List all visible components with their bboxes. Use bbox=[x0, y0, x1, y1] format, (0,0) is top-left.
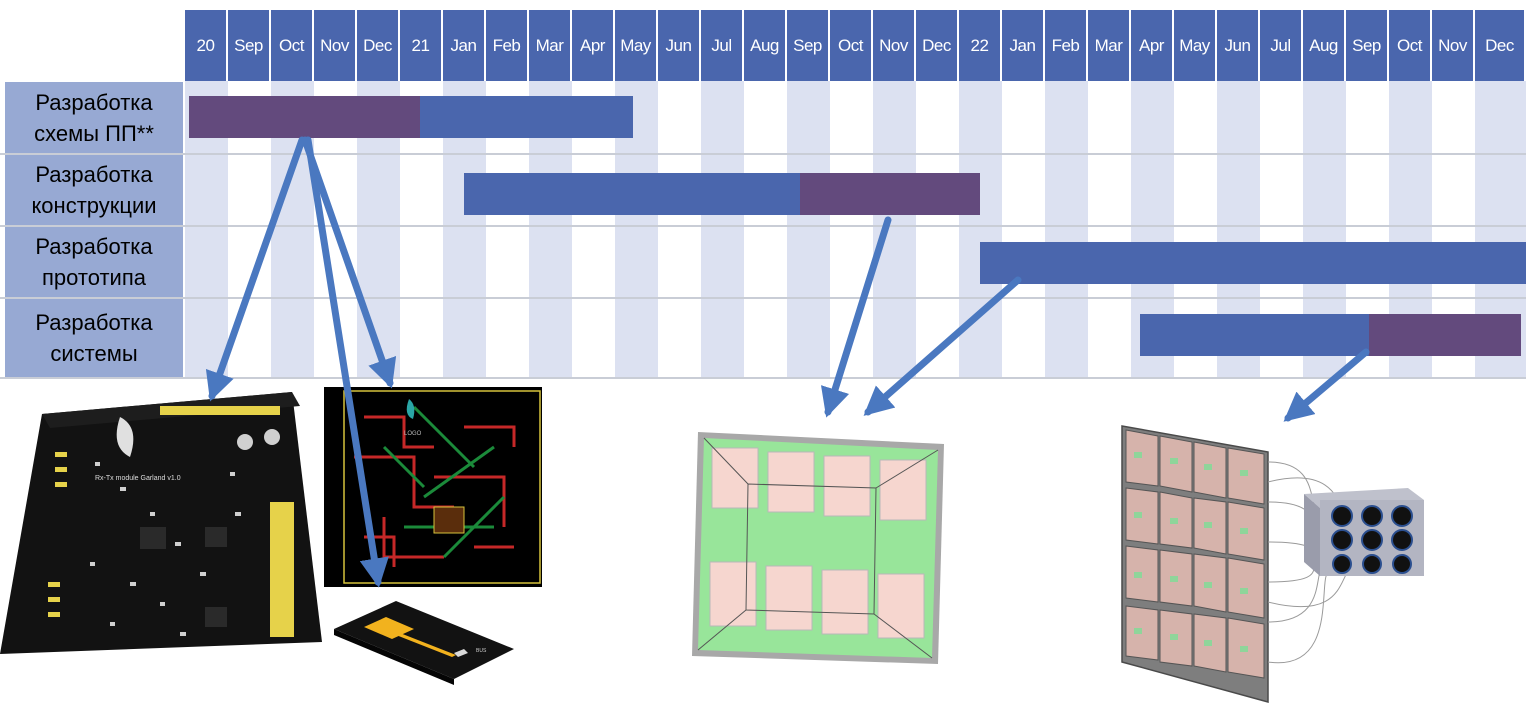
pcb-layout-image: LOGO bbox=[324, 387, 542, 587]
pcb-layout-silkscreen: LOGO bbox=[404, 431, 422, 437]
month-header-cell: Oct bbox=[271, 10, 312, 81]
task-label-line2: системы bbox=[50, 341, 138, 366]
timeline-stripe bbox=[873, 81, 916, 378]
row-divider bbox=[0, 225, 1526, 227]
gantt-bar-schematic-phase1 bbox=[189, 96, 421, 138]
task-label-line1: Разработка bbox=[35, 234, 153, 259]
task-label-design: Разработка конструкции bbox=[5, 155, 183, 225]
month-header-cell: Mar bbox=[529, 10, 570, 81]
month-header-cell: Feb bbox=[486, 10, 527, 81]
month-header-cell: Apr bbox=[572, 10, 613, 81]
month-header-cell: Sep bbox=[1346, 10, 1387, 81]
month-header-cell: Jul bbox=[701, 10, 742, 81]
month-header-cell: May bbox=[615, 10, 656, 81]
task-label-line2: прототипа bbox=[42, 265, 146, 290]
timeline-stripe bbox=[787, 81, 830, 378]
task-label-line2: схемы ПП** bbox=[34, 120, 154, 146]
month-header-cell: Oct bbox=[830, 10, 871, 81]
month-header-cell: Mar bbox=[1088, 10, 1129, 81]
month-header-cell: Aug bbox=[744, 10, 785, 81]
task-label-prototype: Разработка прототипа bbox=[5, 227, 183, 297]
pcb-module-render: Rx-Tx module Garland v1.0 bbox=[0, 392, 322, 654]
gantt-bar-design-phase2 bbox=[800, 173, 980, 215]
task-label-system: Разработка системы bbox=[5, 299, 183, 377]
month-header-cell: Dec bbox=[916, 10, 957, 81]
month-header-cell: Aug bbox=[1303, 10, 1344, 81]
month-header-cell: Feb bbox=[1045, 10, 1086, 81]
month-header-cell: Oct bbox=[1389, 10, 1430, 81]
arrow-schematic-to-module bbox=[205, 136, 306, 402]
arrow-design-to-array bbox=[820, 216, 892, 418]
month-header-cell: Jul bbox=[1260, 10, 1301, 81]
antenna-chip-render: BUS bbox=[334, 601, 514, 685]
month-header-cell: 22 bbox=[959, 10, 1000, 81]
month-header-cell: Apr bbox=[1131, 10, 1172, 81]
task-label-line1: Разработка bbox=[35, 89, 153, 115]
month-header-cell: Sep bbox=[228, 10, 269, 81]
month-header-cell: Nov bbox=[873, 10, 914, 81]
task-label-line2: конструкции bbox=[31, 193, 157, 218]
month-header-cell: 20 bbox=[185, 10, 226, 81]
row-divider bbox=[0, 153, 1526, 155]
antenna-array-design bbox=[692, 432, 944, 664]
row-divider bbox=[0, 377, 1526, 379]
task-label-line1: Разработка bbox=[35, 162, 153, 187]
month-header-cell: May bbox=[1174, 10, 1215, 81]
month-header-cell: Jan bbox=[443, 10, 484, 81]
system-assembly-render bbox=[1121, 425, 1424, 703]
month-header-cell: Nov bbox=[314, 10, 355, 81]
month-header-cell: Jan bbox=[1002, 10, 1043, 81]
task-label-line1: Разработка bbox=[35, 310, 153, 335]
month-header-cell: Jun bbox=[1217, 10, 1258, 81]
month-header-cell: 21 bbox=[400, 10, 441, 81]
month-header-cell: Jun bbox=[658, 10, 699, 81]
gantt-bar-system-phase2 bbox=[1369, 314, 1521, 356]
gantt-bar-prototype bbox=[980, 242, 1526, 284]
arrow-schematic-to-layout bbox=[301, 136, 397, 389]
pcb-module-silkscreen: Rx-Tx module Garland v1.0 bbox=[95, 475, 181, 482]
arrow-schematic-to-chip bbox=[304, 136, 389, 588]
month-header-cell: Nov bbox=[1432, 10, 1473, 81]
timeline-stripe bbox=[701, 81, 744, 378]
month-header-cell: Dec bbox=[1475, 10, 1524, 81]
month-header-cell: Dec bbox=[357, 10, 398, 81]
timeline-stripe bbox=[1045, 81, 1088, 378]
antenna-chip-silkscreen: BUS bbox=[476, 648, 487, 654]
gantt-bar-system-phase1 bbox=[1140, 314, 1370, 356]
month-header-cell: Sep bbox=[787, 10, 828, 81]
row-divider bbox=[0, 297, 1526, 299]
task-label-schematic: Разработка схемы ПП** bbox=[5, 82, 183, 153]
arrow-system-to-assembly bbox=[1283, 348, 1370, 422]
gantt-bar-design-phase1 bbox=[464, 173, 801, 215]
arrow-prototype-to-array bbox=[863, 276, 1022, 416]
gantt-bar-schematic-phase2 bbox=[420, 96, 633, 138]
